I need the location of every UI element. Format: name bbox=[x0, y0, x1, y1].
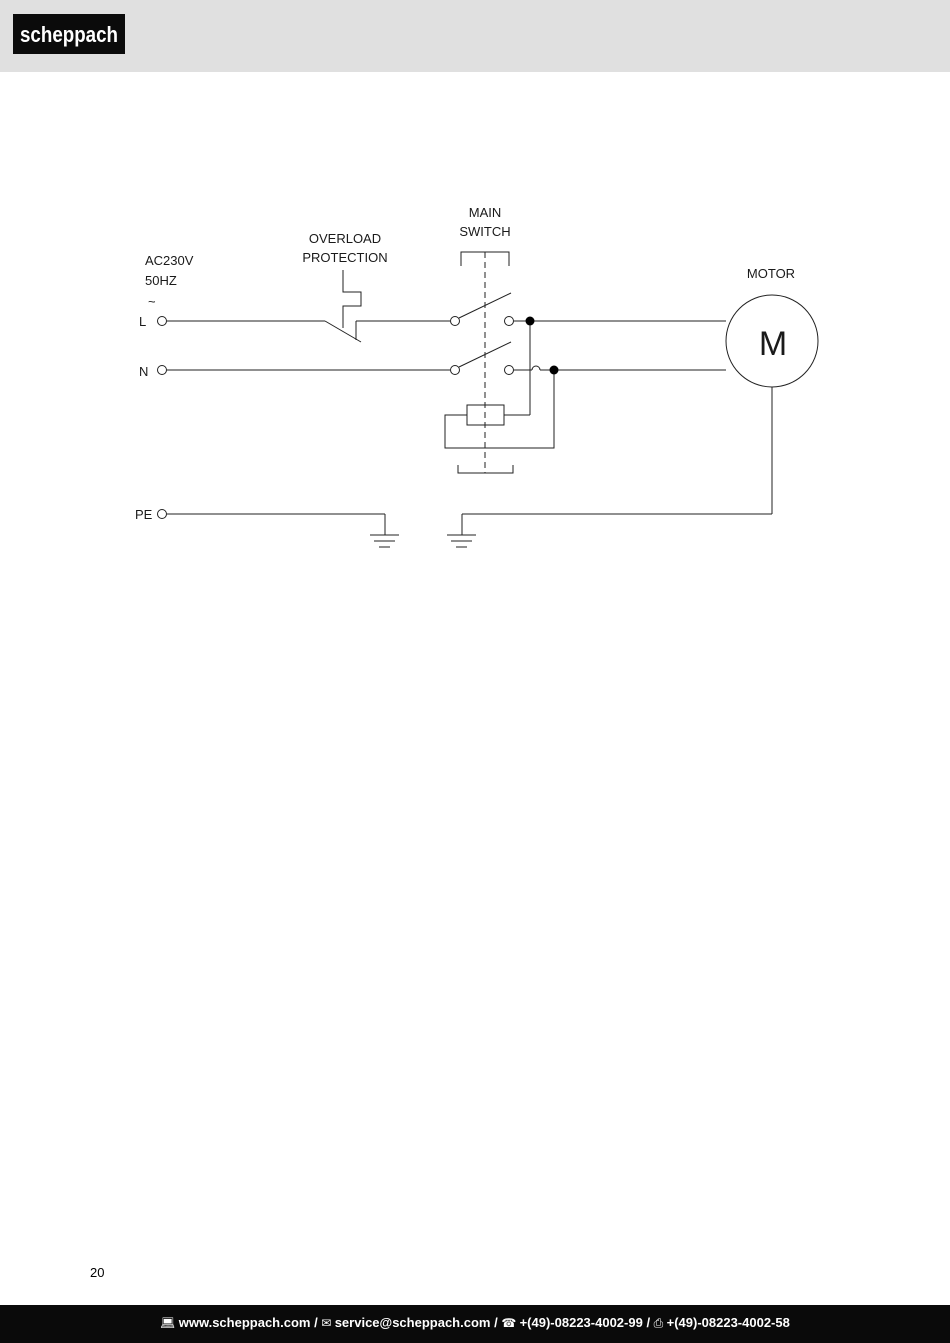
phone-icon: ☎︎ bbox=[501, 1316, 520, 1330]
main-switch-label-line2: SWITCH bbox=[459, 224, 510, 239]
supply-voltage-label: AC230V bbox=[145, 253, 194, 268]
computer-icon: 💻︎ bbox=[160, 1316, 179, 1330]
overload-label-line2: PROTECTION bbox=[302, 250, 387, 265]
page-header: scheppach bbox=[0, 0, 950, 72]
ac-symbol: ~ bbox=[148, 294, 156, 309]
motor-label: MOTOR bbox=[747, 266, 795, 281]
terminal-n-label: N bbox=[139, 364, 148, 379]
terminal-pe-label: PE bbox=[135, 507, 153, 522]
main-switch-label-line1: MAIN bbox=[469, 205, 502, 220]
terminal-pe-connector bbox=[157, 509, 167, 519]
junction-dot-n bbox=[549, 365, 559, 375]
overload-label-line1: OVERLOAD bbox=[309, 231, 381, 246]
footer-website[interactable]: www.scheppach.com bbox=[178, 1315, 311, 1330]
motor-m-symbol: M bbox=[759, 325, 787, 363]
supply-frequency-label: 50HZ bbox=[145, 273, 177, 288]
overload-actuator bbox=[342, 270, 362, 328]
terminal-l-label: L bbox=[139, 314, 146, 329]
terminal-l-connector bbox=[157, 316, 167, 326]
junction-dot-l bbox=[525, 316, 535, 326]
page-number: 20 bbox=[90, 1265, 105, 1280]
logo-text: scheppach bbox=[20, 22, 118, 47]
scheppach-logo: scheppach bbox=[13, 14, 125, 54]
email-icon: ✉︎ bbox=[321, 1316, 335, 1330]
footer-email[interactable]: service@scheppach.com bbox=[334, 1315, 491, 1330]
terminal-n-connector bbox=[157, 365, 167, 375]
wiring-diagram: AC230V 50HZ ~ L N PE OVERLOAD PROTECTION… bbox=[135, 205, 819, 548]
overload-contact bbox=[324, 320, 362, 343]
footer-fax: +(49)-08223-4002-58 bbox=[666, 1315, 790, 1330]
footer-phone: +(49)-08223-4002-99 bbox=[519, 1315, 643, 1330]
page-footer: 💻︎ www.scheppach.com / ✉︎ service@schepp… bbox=[0, 1305, 950, 1343]
fax-icon: ⎙ bbox=[653, 1316, 667, 1330]
